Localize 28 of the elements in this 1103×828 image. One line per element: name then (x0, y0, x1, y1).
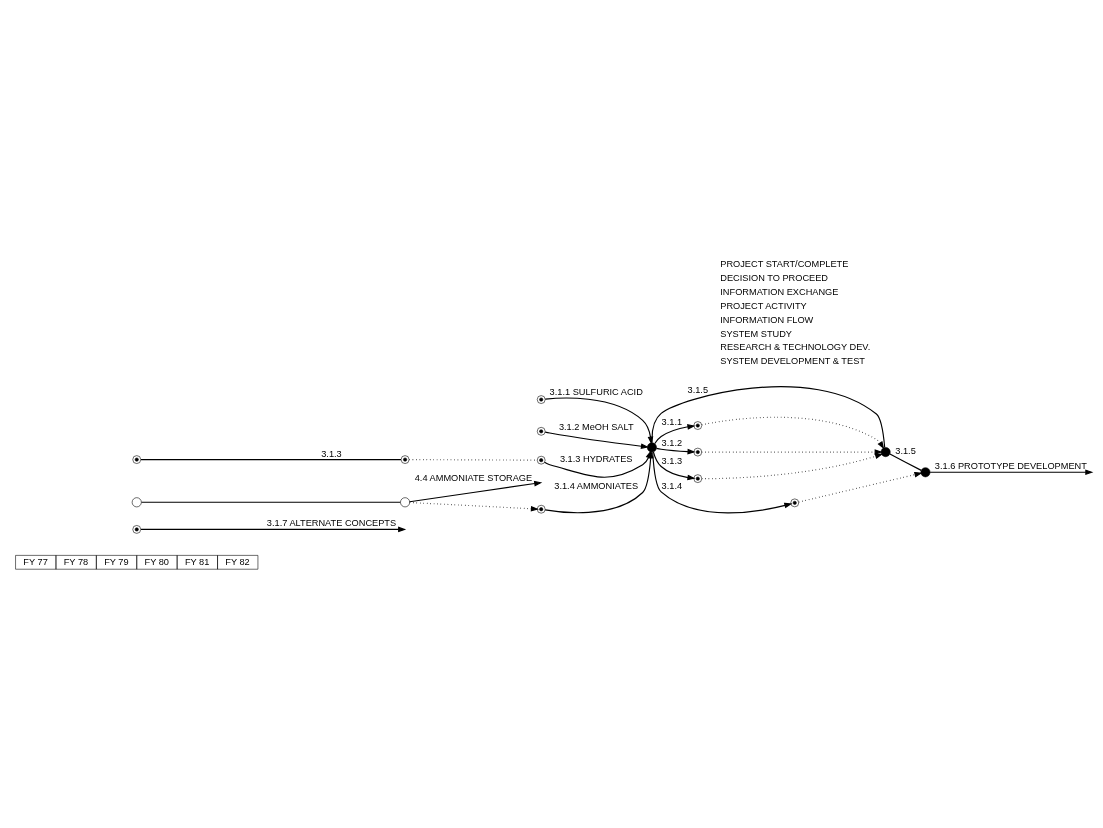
label: FY 79 (104, 556, 129, 567)
edge-label: 3.1.5 (895, 446, 916, 457)
edge-label: 3.1.1 SULFURIC ACID (549, 387, 643, 398)
edge-label: 3.1.2 (661, 438, 683, 449)
label: FY 82 (225, 556, 250, 567)
legend-label: PROJECT START/COMPLETE (720, 259, 849, 270)
edge-label: 3.1.4 AMMONIATES (554, 481, 639, 492)
label: FY 80 (144, 556, 169, 567)
edge-label: 3.1.1 (661, 417, 683, 428)
legend-label: INFORMATION FLOW (720, 314, 814, 325)
legend-label: INFORMATION EXCHANGE (720, 287, 839, 298)
label: FY 81 (184, 556, 210, 567)
label: FY 78 (63, 556, 89, 567)
edge-label: 3.1.6 PROTOTYPE DEVELOPMENT (934, 461, 1087, 472)
legend-label: SYSTEM STUDY (720, 328, 793, 339)
edge-label: 3.1.3 (321, 448, 342, 459)
legend-label: DECISION TO PROCEED (720, 273, 829, 284)
edge-label: 4.4 AMMONIATE STORAGE (414, 473, 533, 484)
edge-label: 3.1.2 MeOH SALT (558, 422, 634, 433)
edge-label: 3.1.7 ALTERNATE CONCEPTS (266, 518, 397, 529)
edge-label: 3.1.3 HYDRATES (559, 453, 633, 464)
edge-label: 3.1.4 (661, 480, 683, 491)
legend-label: RESEARCH & TECHNOLOGY DEV. (720, 342, 871, 353)
legend-label: SYSTEM DEVELOPMENT & TEST (720, 356, 865, 367)
edge-label: 3.1.3 (661, 455, 683, 466)
label: FY 77 (23, 556, 48, 567)
legend-label: PROJECT ACTIVITY (720, 300, 807, 311)
edge-label: 3.1.5 (687, 385, 709, 396)
